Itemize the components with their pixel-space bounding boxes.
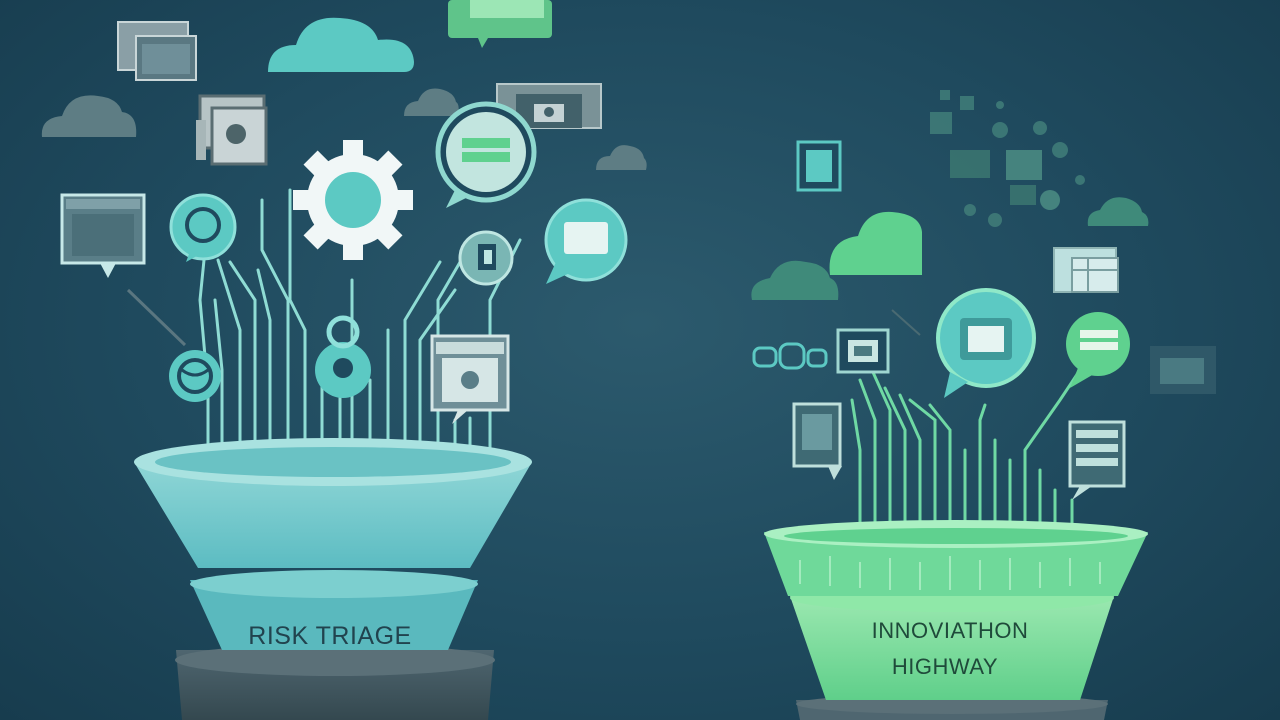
funnel-right-label-line2: HIGHWAY <box>891 654 999 679</box>
cloud-icon <box>829 211 922 275</box>
chat-bubble-icon <box>936 288 1036 398</box>
gear-icon <box>293 140 413 260</box>
cloud-icon <box>1087 197 1149 226</box>
funnel-right <box>764 520 1148 720</box>
funnel-right-label-line1: INNOVIATHON <box>871 618 1029 643</box>
chat-bubble-icon <box>1066 312 1130 388</box>
person-icon <box>169 193 237 262</box>
connector-gray <box>126 288 187 347</box>
cloud-icon <box>404 88 459 116</box>
connector-gray <box>891 309 921 336</box>
image-icon <box>1150 346 1216 394</box>
cloud-icon <box>751 260 839 300</box>
icon-cluster <box>752 342 828 370</box>
globe-icon <box>169 350 221 402</box>
document-icon <box>836 328 890 374</box>
document-icon <box>792 402 842 480</box>
chat-bubble-icon <box>448 0 552 48</box>
spreadsheet-icon <box>1053 247 1119 293</box>
chat-bubble-icon <box>435 101 537 208</box>
chat-bubble-icon <box>544 198 628 284</box>
browser-window-icon <box>60 193 146 278</box>
cloud-icon <box>268 17 414 72</box>
connector-lines-right <box>850 368 1082 530</box>
browser-window-icon <box>117 21 197 81</box>
funnel-left-label: RISK TRIAGE <box>248 622 412 650</box>
image-icon <box>430 334 510 424</box>
icon-cluster <box>930 90 1085 227</box>
funnel-left <box>134 438 532 720</box>
person-icon <box>315 315 371 398</box>
image-icon <box>796 140 842 192</box>
document-icon <box>196 94 268 166</box>
cloud-icon <box>596 145 647 170</box>
spreadsheet-icon <box>1068 420 1126 500</box>
cloud-icon <box>41 95 137 137</box>
chat-bubble-icon <box>458 230 514 286</box>
